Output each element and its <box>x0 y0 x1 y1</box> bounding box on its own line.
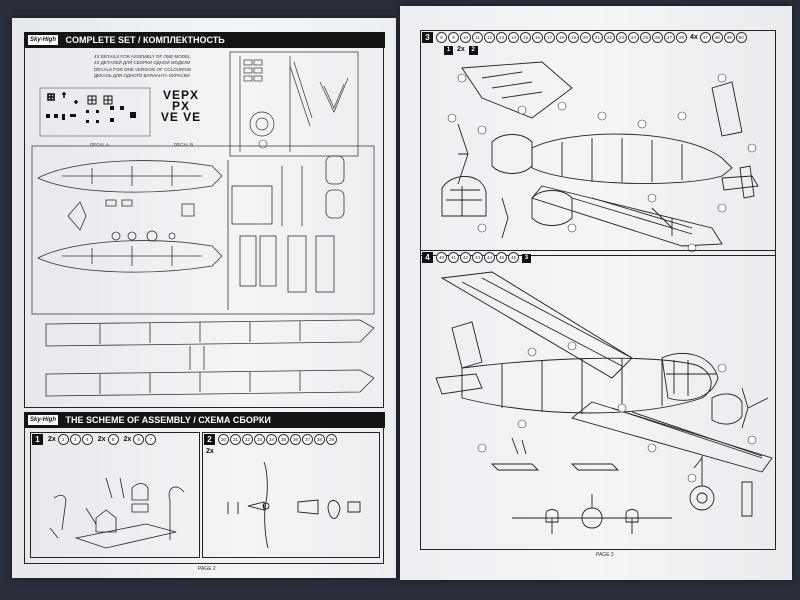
decal-sheet-a <box>39 87 151 137</box>
step-1-frame <box>30 432 200 558</box>
set-note-4: ДЕКАЛЬ ДЛЯ ОДНОГО ВАРИАНТА ОКРАСКИ <box>94 73 190 78</box>
set-note-3: DECALS FOR ONE VERSION OF COLOURING <box>94 67 192 72</box>
step-4-completed-aircraft-drawing <box>435 271 773 534</box>
left-page-number: PAGE 2 <box>198 566 216 572</box>
fuselage-sprue-drawing <box>31 145 375 315</box>
complete-set-header: Sky-High COMPLETE SET / КОМПЛЕКТНОСТЬ <box>24 32 385 48</box>
step-2-number: 2 <box>204 434 215 445</box>
step-2-qty-note: 2x <box>206 448 214 455</box>
wing-sprue-drawing <box>45 319 375 397</box>
decal-b-row-3: VE VE <box>160 110 202 124</box>
step-3-sub-refs: 1 2x 2 <box>444 46 478 56</box>
complete-set-title: COMPLETE SET / КОМПЛЕКТНОСТЬ <box>65 35 225 45</box>
step-3-number: 3 <box>422 32 433 43</box>
decal-b-row-1: VEPX <box>162 88 199 102</box>
decal-b-label: DECAL B <box>174 142 194 147</box>
decal-sheet-b-letters: VEPX PX VE VE <box>158 88 204 124</box>
brand-logo: Sky-High <box>27 34 60 46</box>
step-1-number: 1 <box>32 434 43 445</box>
canopy-sprue-drawing <box>229 51 359 157</box>
decal-a-label: DECAL A <box>90 142 109 147</box>
step-4-frame <box>420 250 776 550</box>
step-1-cockpit-drawing <box>49 477 185 549</box>
step-4-number: 4 <box>422 252 433 263</box>
assembly-scheme-title: THE SCHEME OF ASSEMBLY / СХЕМА СБОРКИ <box>65 415 271 425</box>
assembly-scheme-header: Sky-High THE SCHEME OF ASSEMBLY / СХЕМА … <box>24 412 385 428</box>
set-note-2: 4X ДЕТАЛЕЙ ДЛЯ СБОРКИ ОДНОЙ МОДЕЛИ <box>94 60 191 65</box>
step-2-frame <box>202 432 380 558</box>
left-page: Sky-High COMPLETE SET / КОМПЛЕКТНОСТЬ 4X… <box>12 18 396 578</box>
decal-b-row-2: PX <box>171 99 190 113</box>
step-2-propeller-drawing <box>227 461 361 549</box>
set-note-1: 4X DETAILS FOR ASSEMBLY OF ONE MODEL <box>94 54 191 59</box>
brand-logo-2: Sky-High <box>27 414 60 426</box>
step-3-frame <box>420 30 776 256</box>
right-page-number: PAGE 3 <box>596 552 614 558</box>
step-3-exploded-airframe-drawing <box>441 61 759 253</box>
